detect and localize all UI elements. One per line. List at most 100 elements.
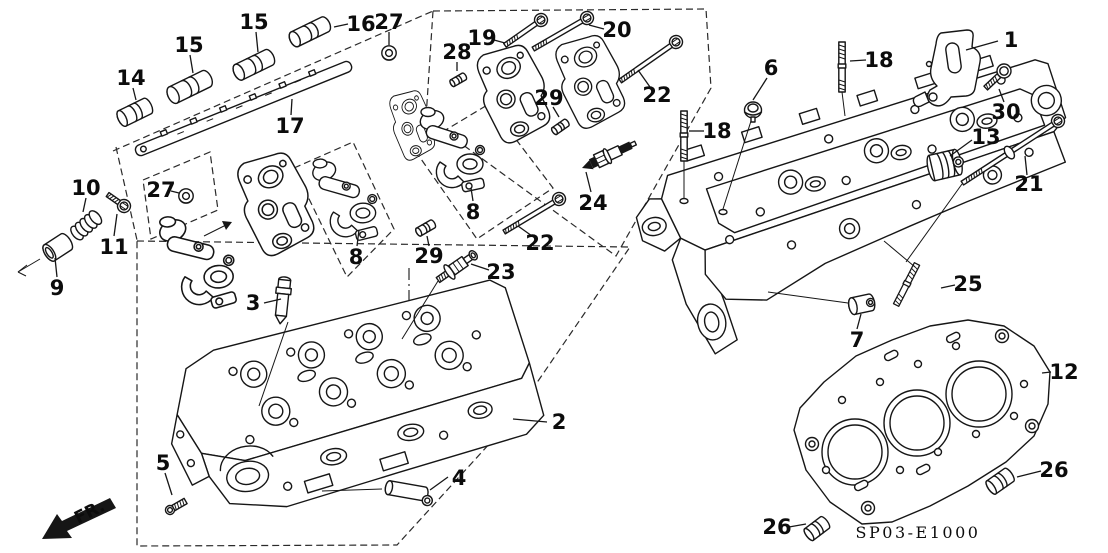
part-label-28[interactable]: 28 (442, 40, 471, 64)
part-cam-holder-c[interactable] (551, 31, 630, 133)
leader-line-25 (940, 284, 956, 289)
part-bracket-1[interactable] (912, 29, 982, 108)
part-label-26[interactable]: 26 (1039, 458, 1068, 482)
leader-line-14 (132, 87, 137, 101)
part-label-17[interactable]: 17 (275, 114, 304, 138)
part-label-20[interactable]: 20 (602, 18, 631, 42)
part-label-8[interactable]: 8 (349, 245, 364, 269)
leader-line-20 (588, 24, 605, 30)
leader-line-7 (856, 313, 862, 330)
part-label-11[interactable]: 11 (99, 235, 128, 259)
part-stud-18a[interactable] (679, 110, 689, 162)
part-ring-27a[interactable] (381, 45, 397, 61)
leader-line-29 (426, 235, 430, 247)
fr-arrow-icon (42, 498, 116, 539)
part-cylinder-head-right[interactable] (619, 44, 1095, 363)
part-stud-18b[interactable] (837, 41, 847, 93)
part-label-8[interactable]: 8 (466, 200, 481, 224)
part-label-6[interactable]: 6 (764, 56, 779, 80)
part-label-12[interactable]: 12 (1049, 360, 1078, 384)
part-label-26[interactable]: 26 (762, 515, 791, 539)
part-bolt-20[interactable] (530, 8, 597, 55)
part-label-15[interactable]: 15 (174, 33, 203, 57)
leader-line-30 (998, 88, 1005, 103)
part-bolt-21[interactable] (959, 111, 1068, 189)
part-plug-7[interactable] (847, 293, 876, 316)
part-label-9[interactable]: 9 (50, 276, 65, 300)
leader-line-8 (356, 229, 360, 247)
part-joint-24[interactable] (579, 136, 639, 175)
part-pin-14[interactable] (114, 96, 156, 129)
leader-line-13 (949, 139, 973, 157)
assembly-arrow (203, 221, 232, 237)
part-bolt-5[interactable] (164, 497, 188, 516)
front-direction: FR. (42, 496, 116, 539)
part-label-4[interactable]: 4 (452, 466, 467, 490)
part-label-10[interactable]: 10 (71, 176, 100, 200)
part-pin-16[interactable] (286, 14, 334, 50)
part-bolt-19[interactable] (501, 10, 551, 51)
part-bolt-11[interactable] (104, 189, 134, 216)
leader-line-12 (1041, 371, 1052, 374)
part-label-30[interactable]: 30 (991, 100, 1020, 124)
part-pin-15a[interactable] (163, 67, 216, 107)
part-label-1[interactable]: 1 (1004, 28, 1019, 52)
part-rocker-asm-8a[interactable] (309, 156, 380, 244)
part-rocker-shaft[interactable] (132, 56, 353, 157)
part-label-19[interactable]: 19 (467, 26, 496, 50)
part-head-gasket[interactable] (793, 319, 1051, 525)
part-bolt-22a[interactable] (617, 32, 686, 86)
part-tappet-9[interactable] (40, 232, 75, 264)
part-label-7[interactable]: 7 (850, 328, 865, 352)
part-valve-guide-3[interactable] (273, 276, 293, 325)
part-label-2[interactable]: 2 (552, 410, 567, 434)
part-label-18[interactable]: 18 (702, 119, 731, 143)
part-label-16[interactable]: 16 (346, 12, 375, 36)
part-pin-29a[interactable] (550, 117, 571, 136)
leader-line-21 (1024, 155, 1028, 176)
insertion-arrow-9 (17, 258, 41, 277)
part-stud-25[interactable] (892, 261, 921, 308)
part-valve-23[interactable] (433, 246, 481, 287)
part-label-27[interactable]: 27 (374, 10, 403, 34)
part-label-15[interactable]: 15 (239, 10, 268, 34)
part-sealing-plug-13[interactable] (925, 148, 966, 182)
leader-line-4 (429, 476, 449, 491)
leader-line-8 (470, 187, 474, 202)
leader-line-15 (189, 54, 194, 74)
part-cylinder-head-left[interactable] (154, 275, 551, 523)
part-label-23[interactable]: 23 (486, 260, 515, 284)
part-dowel-26b[interactable] (801, 514, 832, 543)
part-bolt-22b[interactable] (501, 189, 569, 237)
leader-line-5 (164, 472, 173, 496)
part-label-22[interactable]: 22 (642, 83, 671, 107)
part-pin-28[interactable] (448, 71, 468, 88)
part-label-29[interactable]: 29 (414, 244, 443, 268)
part-label-5[interactable]: 5 (156, 451, 171, 475)
part-cap-6[interactable] (743, 101, 763, 123)
part-label-18[interactable]: 18 (864, 48, 893, 72)
part-dowel-4[interactable] (384, 480, 435, 507)
part-label-25[interactable]: 25 (953, 272, 982, 296)
part-ring-27b[interactable] (178, 188, 194, 204)
attachment-lines (258, 91, 963, 492)
leader-line-23 (470, 263, 490, 271)
part-label-3[interactable]: 3 (246, 291, 261, 315)
diagram-code: SP03-E1000 (856, 523, 981, 542)
part-spring-10[interactable] (68, 209, 104, 242)
part-label-29[interactable]: 29 (534, 86, 563, 110)
fr-label: FR. (71, 496, 108, 528)
part-label-14[interactable]: 14 (116, 66, 145, 90)
part-label-24[interactable]: 24 (578, 191, 607, 215)
part-label-22[interactable]: 22 (525, 231, 554, 255)
part-bolt-30[interactable] (981, 61, 1014, 93)
part-label-13[interactable]: 13 (971, 125, 1000, 149)
part-label-27[interactable]: 27 (146, 178, 175, 202)
leader-line-26 (788, 523, 807, 528)
part-pin-15b[interactable] (230, 46, 278, 83)
part-label-21[interactable]: 21 (1014, 172, 1043, 196)
leader-line-11 (113, 213, 118, 237)
part-pin-29b[interactable] (414, 218, 438, 238)
leader-line-26 (1016, 470, 1042, 478)
